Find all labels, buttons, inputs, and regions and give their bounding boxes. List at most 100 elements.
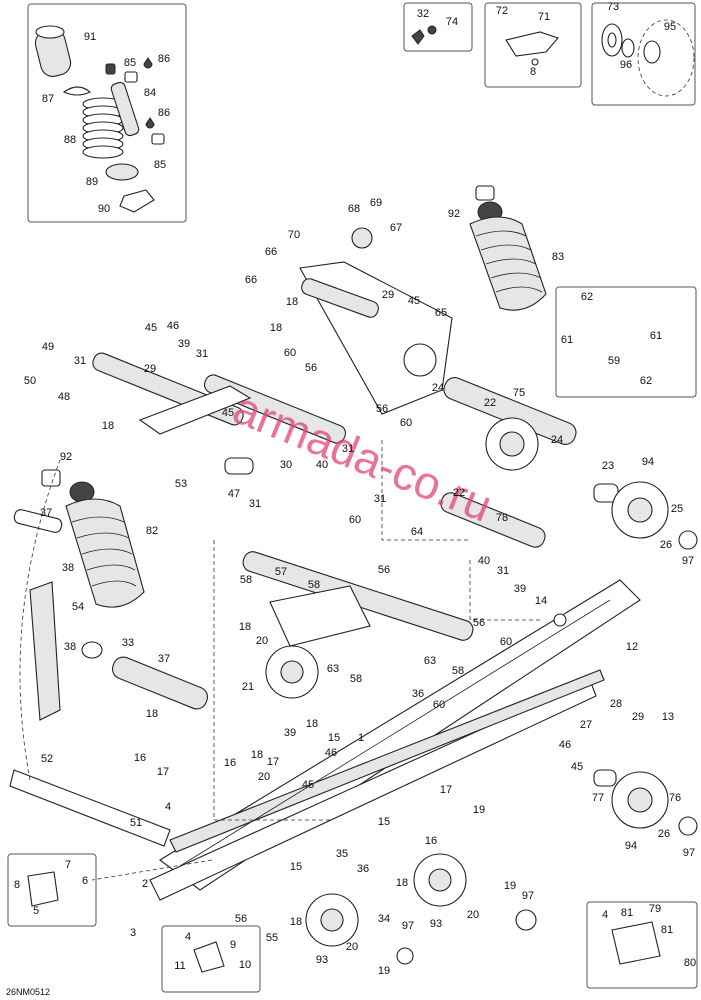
callout-6: 6: [82, 875, 88, 887]
callout-20: 20: [467, 909, 479, 921]
callout-87: 87: [42, 93, 54, 105]
callout-18: 18: [306, 718, 318, 730]
callout-71: 71: [538, 11, 550, 23]
callout-18: 18: [239, 621, 251, 633]
callout-34: 34: [378, 913, 390, 925]
callout-19: 19: [378, 965, 390, 977]
callout-31: 31: [497, 565, 509, 577]
callout-18: 18: [146, 708, 158, 720]
callout-76: 76: [669, 792, 681, 804]
upper-rear-arm: [299, 227, 453, 415]
link-and-shaft: [29, 581, 209, 721]
callout-26: 26: [660, 539, 672, 551]
callout-80: 80: [684, 957, 696, 969]
callout-20: 20: [256, 635, 268, 647]
callout-15: 15: [328, 732, 340, 744]
callout-45: 45: [302, 779, 314, 791]
assembly-lines: [19, 440, 540, 881]
callout-39: 39: [514, 583, 526, 595]
front-arm-30: [92, 352, 347, 475]
callout-16: 16: [224, 757, 236, 769]
callout-39: 39: [178, 338, 190, 350]
callout-45: 45: [408, 295, 420, 307]
callout-60: 60: [349, 514, 361, 526]
callout-26: 26: [658, 828, 670, 840]
callout-89: 89: [86, 176, 98, 188]
callout-83: 83: [552, 251, 564, 263]
callout-64: 64: [411, 526, 423, 538]
callout-22: 22: [453, 487, 465, 499]
callout-14: 14: [535, 595, 547, 607]
callout-46: 46: [325, 747, 337, 759]
callout-38: 38: [62, 562, 74, 574]
callout-25: 25: [671, 503, 683, 515]
callout-60: 60: [284, 347, 296, 359]
callout-35: 35: [336, 848, 348, 860]
callout-31: 31: [374, 493, 386, 505]
callout-62: 62: [581, 291, 593, 303]
callout-51: 51: [130, 817, 142, 829]
callout-40: 40: [316, 459, 328, 471]
callout-4: 4: [602, 909, 608, 921]
callout-29: 29: [144, 363, 156, 375]
watermark: armada-co.ru: [226, 381, 499, 532]
callout-56: 56: [235, 913, 247, 925]
callout-97: 97: [682, 555, 694, 567]
callout-50: 50: [24, 375, 36, 387]
callout-7: 7: [65, 859, 71, 871]
callout-36: 36: [412, 688, 424, 700]
callout-40: 40: [478, 555, 490, 567]
callout-97: 97: [402, 920, 414, 932]
callout-56: 56: [376, 403, 388, 415]
callout-53: 53: [175, 478, 187, 490]
callout-30: 30: [280, 459, 292, 471]
callout-60: 60: [500, 636, 512, 648]
callout-59: 59: [608, 355, 620, 367]
callout-86: 86: [158, 53, 170, 65]
callout-45: 45: [571, 761, 583, 773]
shock-82: [13, 469, 145, 608]
small-top-insets: [411, 19, 695, 97]
callout-23: 23: [602, 460, 614, 472]
callout-58: 58: [240, 574, 252, 586]
callout-92: 92: [60, 451, 72, 463]
callout-20: 20: [258, 771, 270, 783]
callout-91: 91: [84, 31, 96, 43]
callout-16: 16: [134, 752, 146, 764]
callout-85: 85: [124, 57, 136, 69]
callout-47: 47: [228, 488, 240, 500]
callout-60: 60: [400, 417, 412, 429]
callout-63: 63: [424, 655, 436, 667]
callout-57: 57: [275, 566, 287, 578]
callout-1: 1: [358, 732, 364, 744]
callout-96: 96: [620, 59, 632, 71]
diagram-code: 26NM0512: [6, 987, 50, 997]
callout-61: 61: [561, 334, 573, 346]
callout-18: 18: [290, 916, 302, 928]
callout-33: 33: [122, 637, 134, 649]
callout-68: 68: [348, 203, 360, 215]
callout-67: 67: [390, 222, 402, 234]
callout-66: 66: [245, 274, 257, 286]
callout-31: 31: [342, 443, 354, 455]
callout-58: 58: [308, 579, 320, 591]
lower-rear-arm-57: [242, 551, 474, 699]
callout-31: 31: [74, 355, 86, 367]
callout-31: 31: [249, 498, 261, 510]
callout-37: 37: [40, 507, 52, 519]
callout-88: 88: [64, 134, 76, 146]
callout-84: 84: [144, 87, 156, 99]
callout-61: 61: [650, 330, 662, 342]
callout-17: 17: [157, 766, 169, 778]
callout-90: 90: [98, 203, 110, 215]
callout-49: 49: [42, 341, 54, 353]
callout-16: 16: [425, 835, 437, 847]
callout-79: 79: [649, 903, 661, 915]
callout-22: 22: [484, 397, 496, 409]
bottom-insets: [27, 871, 661, 973]
callout-17: 17: [267, 756, 279, 768]
callout-63: 63: [327, 663, 339, 675]
callout-81: 81: [621, 907, 633, 919]
